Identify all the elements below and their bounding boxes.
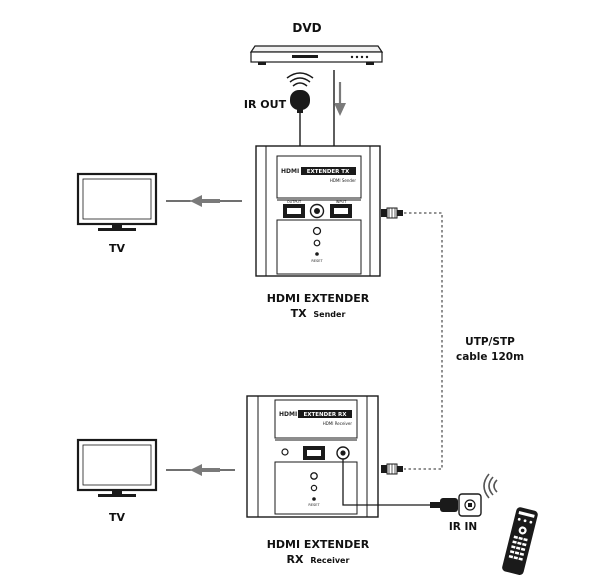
- tv-top: [76, 172, 158, 231]
- rx-extender-device: HDMI EXTENDER RX HDMI Receiver OUTPUT RE…: [246, 395, 379, 518]
- down-arrow-icon: [334, 103, 346, 116]
- rx-caption: RX Receiver: [287, 553, 350, 566]
- rx-banner-name: EXTENDER RX: [303, 412, 347, 418]
- rj45-connector-rx: [381, 463, 403, 475]
- remote-control-icon: [502, 507, 538, 575]
- rx-to-tv-connection: [166, 464, 235, 476]
- rx-led-icon: [281, 448, 289, 456]
- tx-banner-name: EXTENDER TX: [307, 169, 350, 175]
- tx-banner-sub: HDMI Sender: [330, 178, 357, 183]
- dvd-to-tx-cable: [333, 70, 346, 146]
- rx-reset-button: [312, 497, 316, 501]
- tv-bottom: [76, 438, 158, 497]
- rj45-connector-tx: [381, 207, 403, 219]
- ir-signal-wave-icon: [483, 473, 498, 499]
- ir-in-label: IR IN: [449, 521, 477, 533]
- tx-role: Sender: [313, 310, 345, 319]
- cable-label-line2: cable 120m: [456, 351, 524, 363]
- tx-port-out-label: OUTPUT: [287, 200, 302, 204]
- rx-code: RX: [287, 553, 304, 566]
- cable-label-line1: UTP/STP: [465, 336, 515, 348]
- left-arrow-icon: [190, 464, 202, 476]
- rx-reset-label: RESET: [308, 503, 320, 507]
- tx-extender-device: HDMI EXTENDER TX HDMI Sender OUTPUT INPU…: [255, 145, 381, 277]
- ir-in-cable: [342, 459, 458, 512]
- rx-banner-brand: HDMI: [279, 411, 297, 418]
- tx-caption: TX Sender: [291, 307, 346, 320]
- tx-reset-label: RESET: [311, 259, 323, 263]
- rx-banner-sub: HDMI Receiver: [323, 421, 353, 426]
- dvd-label: DVD: [292, 21, 321, 35]
- ir-out-label: IR OUT: [244, 98, 287, 111]
- tx-port-in-label: INPUT: [336, 200, 347, 204]
- tx-reset-button: [315, 252, 319, 256]
- tv-bottom-label: TV: [109, 511, 126, 524]
- rx-role: Receiver: [310, 556, 349, 565]
- tx-led-icon: [312, 226, 322, 236]
- ir-out-emitter: [286, 72, 314, 146]
- tx-title: HDMI EXTENDER: [267, 292, 370, 305]
- tx-banner-brand: HDMI: [281, 168, 299, 175]
- rx-port-out-label: OUTPUT: [307, 442, 322, 446]
- tx-to-tv-connection: [166, 195, 242, 207]
- left-arrow-icon: [190, 195, 202, 207]
- tv-top-label: TV: [109, 242, 126, 255]
- ir-receiver-eye: [458, 493, 482, 517]
- dvd-player: [249, 45, 384, 65]
- rx-title: HDMI EXTENDER: [267, 538, 370, 551]
- tx-code: TX: [291, 307, 308, 320]
- utp-cable: [404, 212, 443, 470]
